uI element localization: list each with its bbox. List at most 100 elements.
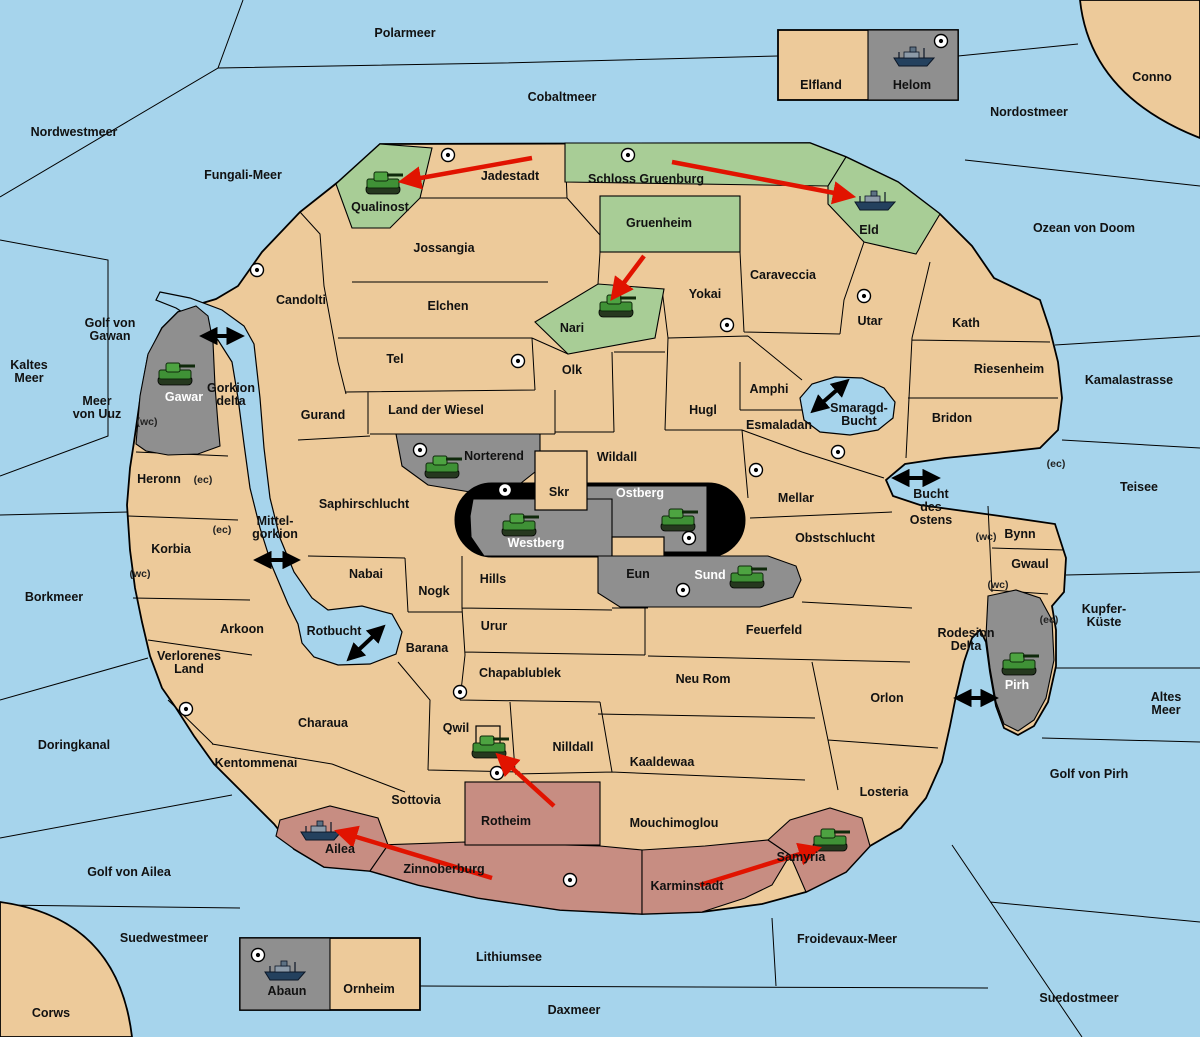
label-abaun: Abaun <box>268 984 307 998</box>
territory-skr[interactable] <box>534 450 588 511</box>
label-nari: Nari <box>560 321 584 335</box>
city-marker <box>440 147 456 163</box>
label-samyria: Samyria <box>777 850 827 864</box>
territory-karminstadt[interactable] <box>641 839 791 915</box>
territory-gruenheim[interactable] <box>599 195 741 253</box>
label-elchen: Elchen <box>428 299 469 313</box>
label-coast-tag-5: (wc) <box>976 531 997 543</box>
labels-layer: PolarmeerCobaltmeerNordostmeerConnoNordw… <box>10 26 1181 1020</box>
label-sund: Sund <box>694 568 725 582</box>
label-fungali-meer: Fungali-Meer <box>204 168 282 182</box>
tank-unit-sund[interactable] <box>729 565 767 589</box>
label-jadestadt: Jadestadt <box>481 169 540 183</box>
city-marker <box>489 765 505 781</box>
attack-arrow-schloss-gruenburg-to-eld <box>671 159 857 205</box>
label-gurand: Gurand <box>301 408 345 422</box>
label-bynn: Bynn <box>1004 527 1035 541</box>
city-marker <box>681 530 697 546</box>
city-marker <box>748 462 764 478</box>
link-arrow-rotbucht <box>346 624 386 662</box>
ship-icon <box>854 201 897 211</box>
city-marker <box>178 701 194 717</box>
label-esmaladan: Esmaladan <box>746 418 812 432</box>
label-nogk: Nogk <box>418 584 449 598</box>
tank-unit-ostberg[interactable] <box>660 508 698 532</box>
ship-icon <box>300 831 343 841</box>
label-suedwestmeer: Suedwestmeer <box>120 931 208 945</box>
label-eld: Eld <box>859 223 878 237</box>
ship-unit-eld[interactable] <box>854 190 897 211</box>
label-korbia: Korbia <box>151 542 192 556</box>
label-gawar: Gawar <box>165 390 203 404</box>
label-golf-von-ailea: Golf von Ailea <box>87 865 172 879</box>
label-kamalastrasse: Kamalastrasse <box>1085 373 1173 387</box>
territory-rotheim[interactable] <box>464 781 601 846</box>
label-chapablublek: Chapablublek <box>479 666 561 680</box>
label-ailea: Ailea <box>325 842 356 856</box>
label-coast-tag-6: (wc) <box>988 579 1009 591</box>
label-feuerfeld: Feuerfeld <box>746 623 802 637</box>
ship-unit-abaun[interactable] <box>264 960 307 981</box>
label-mittel-gorkion: Mittel-gorkion <box>252 514 298 541</box>
label-westberg: Westberg <box>508 536 565 550</box>
city-marker <box>412 442 428 458</box>
label-helom: Helom <box>893 78 931 92</box>
tank-unit-qualinost[interactable] <box>365 171 403 195</box>
label-coast-tag-0: (wc) <box>137 416 158 428</box>
territory-conno[interactable] <box>1079 0 1200 139</box>
ship-icon <box>893 57 936 67</box>
label-jossangia: Jossangia <box>413 241 475 255</box>
tank-unit-nari[interactable] <box>598 294 636 318</box>
label-qwil: Qwil <box>443 721 469 735</box>
label-lithiumsee: Lithiumsee <box>476 950 542 964</box>
territory-corws[interactable] <box>0 901 133 1037</box>
territory-nari[interactable] <box>534 283 665 355</box>
label-polarmeer: Polarmeer <box>374 26 435 40</box>
ship-unit-ailea[interactable] <box>300 820 343 841</box>
label-saphirschlucht: Saphirschlucht <box>319 497 410 511</box>
label-mouchimoglou: Mouchimoglou <box>630 816 719 830</box>
label-eun: Eun <box>626 567 650 581</box>
label-candolti: Candolti <box>276 293 326 307</box>
city-marker <box>620 147 636 163</box>
label-smaragd-bucht: Smaragd-Bucht <box>830 401 888 428</box>
label-elfland: Elfland <box>800 78 842 92</box>
tank-unit-gawar[interactable] <box>157 362 195 386</box>
tank-unit-westberg[interactable] <box>501 513 539 537</box>
label-riesenheim: Riesenheim <box>974 362 1044 376</box>
label-daxmeer: Daxmeer <box>548 1003 601 1017</box>
attack-arrow-zinnoberburg-to-ailea <box>334 825 493 881</box>
label-karminstadt: Karminstadt <box>651 879 725 893</box>
label-ozean-von-doom: Ozean von Doom <box>1033 221 1135 235</box>
city-marker <box>933 33 949 49</box>
ship-unit-helom[interactable] <box>893 46 936 67</box>
tank-unit-norterend[interactable] <box>424 455 462 479</box>
label-nilldall: Nilldall <box>553 740 594 754</box>
label-gruenheim: Gruenheim <box>626 216 692 230</box>
label-cobaltmeer: Cobaltmeer <box>528 90 597 104</box>
label-losteria: Losteria <box>860 785 910 799</box>
label-coast-tag-4: (ec) <box>1047 458 1066 470</box>
label-rotbucht: Rotbucht <box>307 624 363 638</box>
label-schloss-gruenburg: Schloss Gruenburg <box>588 172 704 186</box>
city-marker <box>830 444 846 460</box>
label-pirh: Pirh <box>1005 678 1029 692</box>
label-qualinost: Qualinost <box>351 200 409 214</box>
label-gwaul: Gwaul <box>1011 557 1049 571</box>
label-olk: Olk <box>562 363 582 377</box>
tank-unit-pirh[interactable] <box>1001 652 1039 676</box>
label-barana: Barana <box>406 641 449 655</box>
city-marker <box>249 262 265 278</box>
label-caraveccia: Caraveccia <box>750 268 817 282</box>
city-marker <box>675 582 691 598</box>
label-rotheim: Rotheim <box>481 814 531 828</box>
label-nabai: Nabai <box>349 567 383 581</box>
territory-westberg[interactable] <box>469 498 613 557</box>
city-marker <box>250 947 266 963</box>
attack-arrow-jadestadt-to-qualinost <box>397 155 533 190</box>
city-markers-layer <box>178 33 949 963</box>
